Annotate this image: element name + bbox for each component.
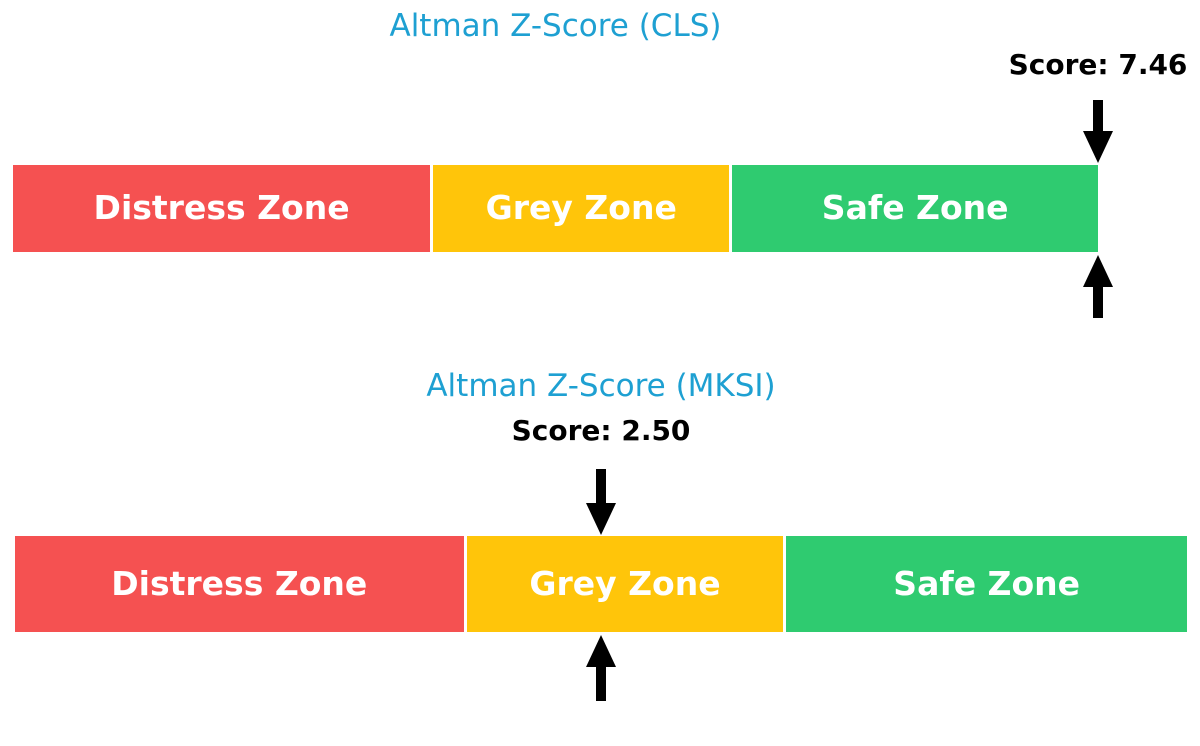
arrow-shaft <box>1093 287 1103 318</box>
zone-bar: Distress Zone Grey Zone Safe Zone <box>13 165 1098 252</box>
score-arrow-up-icon <box>586 635 616 701</box>
zone-label: Grey Zone <box>529 563 721 603</box>
score-arrow-up-icon <box>1083 255 1113 318</box>
score-label: Score: 7.46 <box>1008 48 1188 81</box>
zone-label: Grey Zone <box>485 188 677 228</box>
zone-label: Distress Zone <box>111 563 368 603</box>
chart-title: Altman Z-Score (CLS) <box>389 8 722 44</box>
arrow-shaft <box>596 667 606 701</box>
zone-distress: Distress Zone <box>15 536 464 632</box>
zone-label: Safe Zone <box>821 188 1009 228</box>
arrow-shaft <box>1093 100 1103 131</box>
zone-label: Distress Zone <box>93 188 350 228</box>
score-arrow-down-icon <box>586 469 616 535</box>
zone-label: Safe Zone <box>893 563 1081 603</box>
zone-safe: Safe Zone <box>732 165 1098 252</box>
zone-grey: Grey Zone <box>433 165 730 252</box>
score-arrow-down-icon <box>1083 100 1113 163</box>
zone-distress: Distress Zone <box>13 165 431 252</box>
arrow-shaft <box>596 469 606 503</box>
zone-bar: Distress Zone Grey Zone Safe Zone <box>15 536 1187 632</box>
arrow-head <box>1083 131 1113 163</box>
chart-title: Altman Z-Score (MKSI) <box>426 368 776 404</box>
score-label: Score: 2.50 <box>511 414 691 447</box>
zone-safe: Safe Zone <box>786 536 1187 632</box>
arrow-head <box>1083 255 1113 287</box>
arrow-head <box>586 503 616 535</box>
zone-grey: Grey Zone <box>466 536 784 632</box>
arrow-head <box>586 635 616 667</box>
